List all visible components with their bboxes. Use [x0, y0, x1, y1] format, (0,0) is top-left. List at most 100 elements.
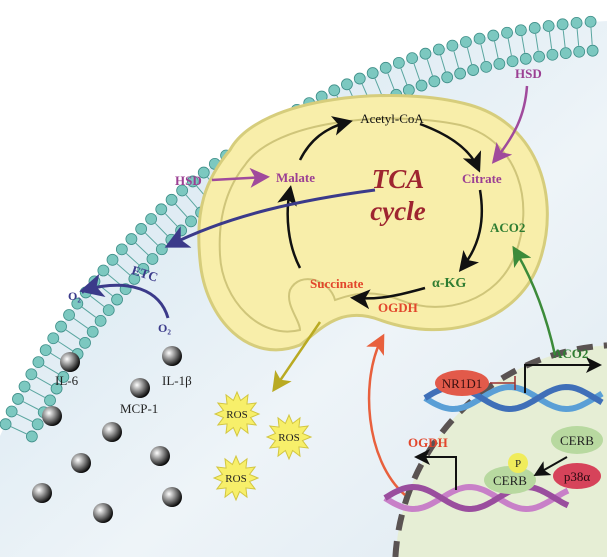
lipid-head: [57, 371, 70, 383]
lipid-tail: [175, 203, 188, 218]
succinate-label: Succinate: [310, 276, 364, 291]
lipid-head: [460, 36, 472, 48]
lipid-head: [135, 223, 148, 235]
lipid-head: [0, 418, 12, 431]
dna-strand: [423, 383, 604, 413]
lipid-head: [392, 56, 405, 69]
lipid-head: [584, 15, 597, 28]
lipid-head: [145, 213, 158, 225]
lipid-tail: [107, 273, 122, 286]
cytokine-molecule: [93, 503, 113, 523]
lipid-tail: [16, 413, 33, 423]
cytokine-molecule: [162, 346, 182, 366]
lipid-head: [419, 47, 432, 60]
lipid-head: [454, 67, 467, 80]
lipid-head: [415, 79, 428, 92]
lipid-tail: [73, 318, 89, 329]
lipid-head: [55, 320, 67, 333]
tca-title: TCA: [372, 164, 425, 194]
cytokine-molecule: [71, 453, 91, 473]
lipid-head: [186, 175, 199, 188]
lipid-tail: [185, 194, 198, 209]
il1b-label: IL-1β: [162, 373, 192, 388]
aco2-gene-label: ACO2: [553, 346, 588, 361]
nr1d1-protein: [435, 370, 489, 396]
lipid-head: [12, 393, 24, 405]
ogdh-arrow: [366, 333, 406, 496]
lipid-tail: [453, 51, 459, 68]
cytokine-molecule: [150, 446, 170, 466]
lipid-head: [185, 215, 197, 228]
lipid-tail: [165, 213, 178, 227]
lipid-head: [402, 84, 415, 96]
lipid-head: [542, 20, 555, 32]
lipid-head: [506, 55, 519, 68]
cytokine-molecule: [42, 406, 62, 426]
cytokine-molecule: [162, 487, 182, 507]
o2-radical-label: O₂˙: [68, 289, 85, 303]
lipid-head: [432, 43, 445, 56]
lipid-head: [328, 84, 341, 97]
dna-strand: [383, 483, 570, 513]
lipid-head: [406, 52, 419, 65]
cytokine-molecule: [60, 352, 80, 372]
lipid-head: [5, 405, 18, 418]
lipid-tail: [440, 55, 446, 72]
lipid-tail: [135, 242, 149, 256]
lipid-tail: [145, 232, 158, 246]
lipid-tail: [374, 78, 382, 95]
lipid-head: [379, 61, 392, 74]
akg-label: α-KG: [432, 276, 466, 291]
acetyl-coa-label: Acetyl-CoA: [360, 111, 424, 126]
lipid-head: [480, 60, 493, 73]
hsd-malate-arrow: [211, 167, 270, 188]
lipid-tail: [387, 73, 395, 90]
ros-label: ROS: [225, 473, 246, 485]
cytokine-molecule: [32, 483, 52, 503]
lipid-tail: [413, 63, 421, 81]
lipid-tail: [29, 388, 45, 398]
ros-star: [212, 454, 260, 502]
aco2-mito-label: ACO2: [490, 220, 525, 235]
lipid-head: [341, 78, 353, 91]
cytokines: [32, 346, 182, 523]
lipid-tail: [58, 341, 73, 352]
ogdh-promoter-arrow: [414, 449, 457, 490]
lipid-tail: [23, 401, 39, 410]
cerb-free-label: CERB: [560, 433, 594, 448]
lipid-tail: [576, 28, 580, 46]
lipid-head: [546, 48, 559, 61]
lipid-head: [146, 253, 159, 265]
lipid-tail: [494, 41, 499, 59]
cytokine-molecule: [130, 378, 150, 398]
lipid-tail: [480, 44, 486, 62]
lipid-head: [487, 29, 500, 42]
lipid-tail: [548, 31, 553, 49]
cytokine-molecule: [102, 422, 122, 442]
lipid-head: [115, 243, 128, 256]
lipid-tail: [400, 68, 408, 85]
lipid-head: [428, 75, 441, 88]
lipid-head: [106, 253, 119, 266]
lipid-head: [125, 233, 138, 245]
phosphate: [508, 453, 528, 473]
lipid-tail: [507, 38, 512, 56]
ros-arrow: [272, 321, 322, 393]
lipid-head: [155, 243, 168, 256]
cycle-title: cycle: [370, 196, 425, 226]
inhibition-mark: [490, 376, 516, 390]
aco2-arrow: [512, 245, 557, 356]
p38a-protein: [553, 463, 601, 489]
lipid-head: [570, 16, 583, 29]
lipid-head: [573, 45, 586, 58]
lipid-head: [559, 47, 572, 60]
mitochondrion: [197, 94, 549, 352]
lipid-head: [353, 72, 366, 85]
citrate-label: Citrate: [462, 171, 502, 186]
lipid-tail: [521, 36, 526, 53]
lipid-head: [528, 22, 541, 34]
lipid-head: [111, 293, 123, 306]
lipid-tail: [535, 33, 539, 51]
